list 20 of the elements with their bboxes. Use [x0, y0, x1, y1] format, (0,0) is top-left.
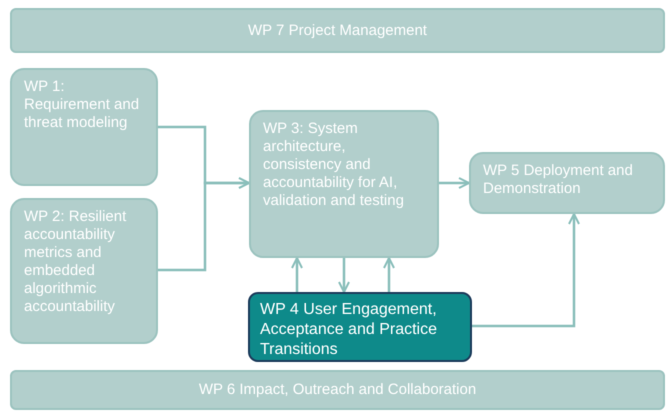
highlighted-process-box	[248, 292, 472, 362]
arrow	[338, 258, 350, 293]
process-box	[10, 198, 158, 344]
arrow	[158, 177, 250, 272]
band	[10, 8, 665, 53]
process-box	[469, 152, 665, 214]
node-label: WP 1: Requirement and threat modeling	[24, 78, 140, 132]
band	[10, 370, 665, 410]
node-label: WP 5 Deployment and Demonstration	[483, 162, 634, 198]
process-box	[10, 68, 158, 186]
node-label: WP 4 User Engagement, Acceptance and Practice Transitions	[260, 300, 438, 360]
arrow	[291, 257, 303, 292]
arrow	[383, 257, 395, 292]
node-label: WP 3: System architecture, consistency and accountability for AI, validation and testing	[263, 120, 405, 210]
arrow	[472, 213, 580, 328]
node-label: WP 6 Impact, Outreach and Collaboration	[198, 381, 476, 399]
node-label: WP 7 Project Management	[248, 22, 427, 40]
process-box	[249, 110, 439, 258]
arrow	[439, 177, 470, 189]
node-label: WP 2: Resilient accountability metrics and embedded algorithmic accountability	[24, 208, 128, 316]
